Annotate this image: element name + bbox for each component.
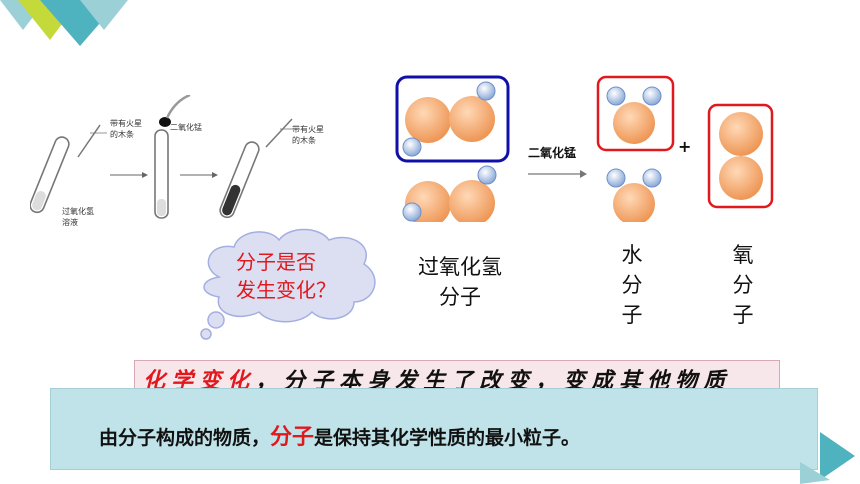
next-arrow-decoration bbox=[800, 432, 855, 484]
oxygen-highlight-box bbox=[707, 103, 774, 209]
water-molecule-1 bbox=[606, 86, 662, 144]
oxygen-molecule bbox=[719, 112, 763, 200]
h2o2-highlight-box bbox=[395, 75, 510, 163]
water-highlight-box bbox=[596, 75, 675, 152]
oxygen-molecule-label: 氧 分 子 bbox=[732, 243, 754, 327]
splint-1 bbox=[77, 124, 101, 158]
catalyst-label: 二氧化锰 bbox=[528, 146, 577, 160]
h2o2-molecule-1 bbox=[402, 81, 496, 157]
h2o2-molecule-label: 过氧化氢 分子 bbox=[418, 255, 502, 309]
corner-decoration-top-left bbox=[0, 0, 128, 46]
mno2-powder bbox=[159, 117, 171, 127]
summary-banner: 由分子构成的物质，分子是保持其化学性质的最小粒子。 bbox=[50, 388, 818, 470]
thought-cloud bbox=[200, 228, 376, 340]
summary-highlight-molecule: 分子 bbox=[270, 425, 315, 450]
summary-text-after: 是保持其化学性质的最小粒子。 bbox=[314, 427, 581, 449]
h2o2-molecule-2 bbox=[402, 165, 497, 222]
label-glowing-splint-2: 带有火星 的木条 bbox=[292, 125, 324, 145]
experiment-apparatus bbox=[30, 95, 293, 219]
summary-text: 由分子构成的物质，分子是保持其化学性质的最小粒子。 bbox=[99, 419, 580, 451]
summary-text-before: 由分子构成的物质， bbox=[99, 427, 271, 449]
molecule-reaction-diagram bbox=[395, 75, 774, 222]
water-molecule-2 bbox=[606, 168, 662, 222]
tube-2 bbox=[154, 129, 169, 219]
cloud-question-text: 分子是否 发生变化？ bbox=[236, 250, 336, 302]
splint-2 bbox=[265, 118, 293, 148]
label-glowing-splint-1: 带有火星 的木条 bbox=[110, 119, 142, 139]
plus-sign: + bbox=[678, 137, 692, 156]
label-h2o2-solution: 过氧化氢 溶液 bbox=[62, 207, 94, 227]
label-mno2: 二氧化锰 bbox=[170, 123, 202, 132]
water-molecule-label: 水 分 子 bbox=[621, 243, 643, 327]
